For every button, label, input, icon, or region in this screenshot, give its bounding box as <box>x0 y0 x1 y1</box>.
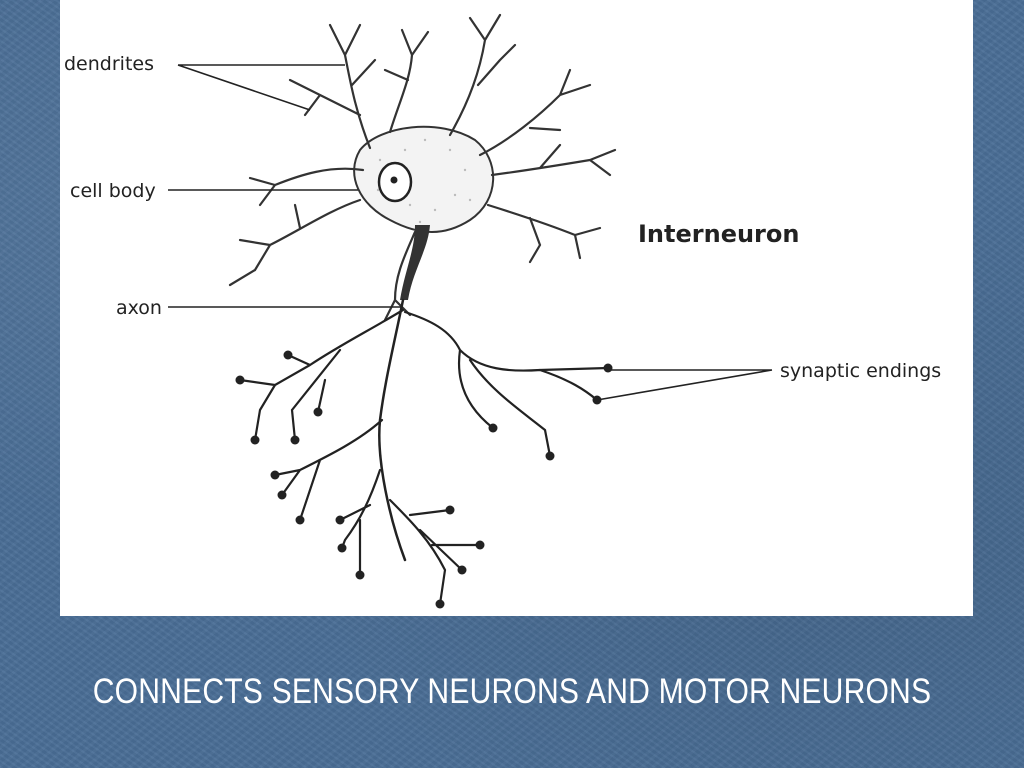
synaptic-ending-knobs <box>235 350 613 609</box>
cell-body <box>353 125 495 233</box>
label-cell-body: cell body <box>70 180 156 202</box>
dendrite-branches <box>228 13 617 322</box>
diagram-panel: dendrites cell body axon synaptic ending… <box>60 0 973 616</box>
neuron-diagram: dendrites cell body axon synaptic ending… <box>64 13 941 609</box>
axon <box>378 225 430 562</box>
label-synaptic-endings: synaptic endings <box>780 360 941 382</box>
figure-title: Interneuron <box>638 220 799 248</box>
label-axon: axon <box>116 297 162 319</box>
slide-caption: CONNECTS SENSORY NEURONS AND MOTOR NEURO… <box>92 672 932 711</box>
axon-terminals <box>238 308 610 606</box>
leader-lines <box>168 64 773 401</box>
label-dendrites: dendrites <box>64 53 154 75</box>
